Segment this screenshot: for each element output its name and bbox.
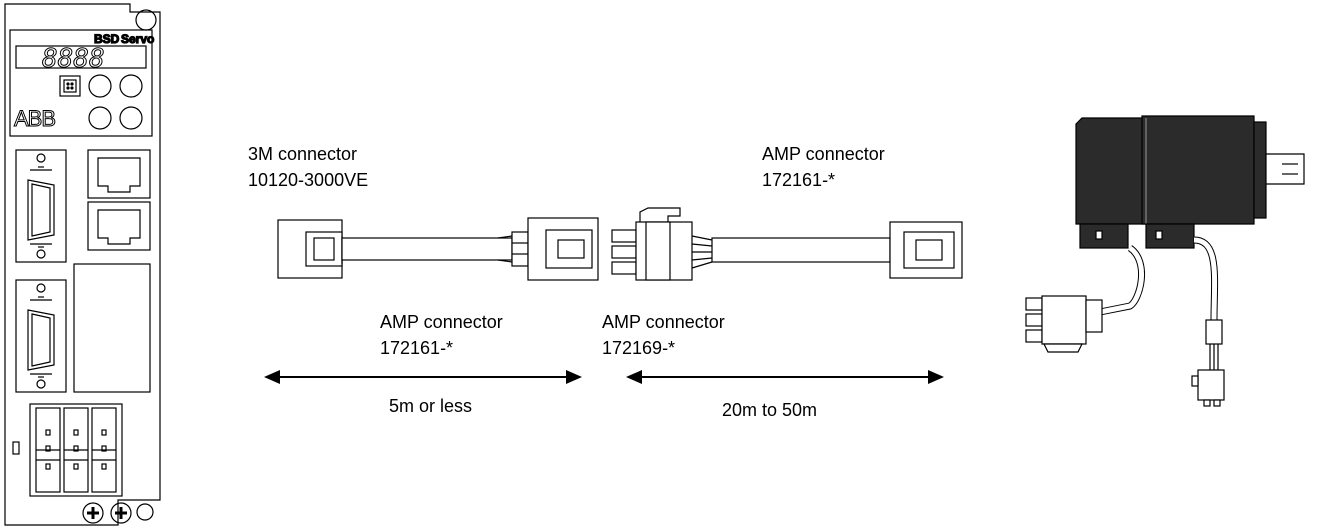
seven-segment-digits: 8888 (42, 44, 105, 74)
label-motor-amp-part: 172161-* (762, 170, 835, 190)
terminal-block (29, 403, 123, 497)
label-cable1-amp-part: 172161-* (380, 338, 453, 358)
arrow-right-icon (566, 370, 582, 384)
ground-screws (82, 502, 154, 524)
rj45-port (87, 201, 151, 251)
indicator-slot (12, 441, 20, 455)
panel-button[interactable] (119, 74, 143, 98)
dimension-short: 5m or less (264, 370, 582, 416)
dimension-long: 20m to 50m (626, 370, 944, 420)
arrow-left-icon (626, 370, 642, 384)
dsub-connector (15, 149, 67, 263)
length-long: 20m to 50m (722, 400, 817, 420)
servo-motor (1025, 115, 1305, 407)
brand-label: BSD (94, 32, 120, 46)
servo-drive: 8888 BSD Servo ABB (4, 3, 161, 526)
encoder-cable-short (277, 217, 599, 281)
label-cable2-amp-part: 172169-* (602, 338, 675, 358)
label-3m-connector: 3M connector (248, 144, 357, 164)
arrow-left-icon (264, 370, 280, 384)
rj45-port (87, 149, 151, 199)
blank-panel (73, 263, 151, 393)
front-panel (9, 29, 153, 137)
encoder-cable-long (611, 207, 963, 281)
panel-button[interactable] (88, 106, 112, 130)
led-display (15, 45, 147, 69)
abb-logo: ABB (14, 106, 55, 131)
status-port (59, 75, 81, 97)
panel-button[interactable] (119, 106, 143, 130)
arrow-right-icon (928, 370, 944, 384)
label-cable1-amp: AMP connector (380, 312, 503, 332)
label-3m-part: 10120-3000VE (248, 170, 368, 190)
dsub-connector (15, 279, 67, 393)
labels: 3M connector 10120-3000VE AMP connector … (248, 144, 885, 358)
mode-label: Servo (121, 32, 154, 46)
length-short: 5m or less (389, 396, 472, 416)
label-motor-amp: AMP connector (762, 144, 885, 164)
panel-button[interactable] (88, 74, 112, 98)
label-cable2-amp: AMP connector (602, 312, 725, 332)
